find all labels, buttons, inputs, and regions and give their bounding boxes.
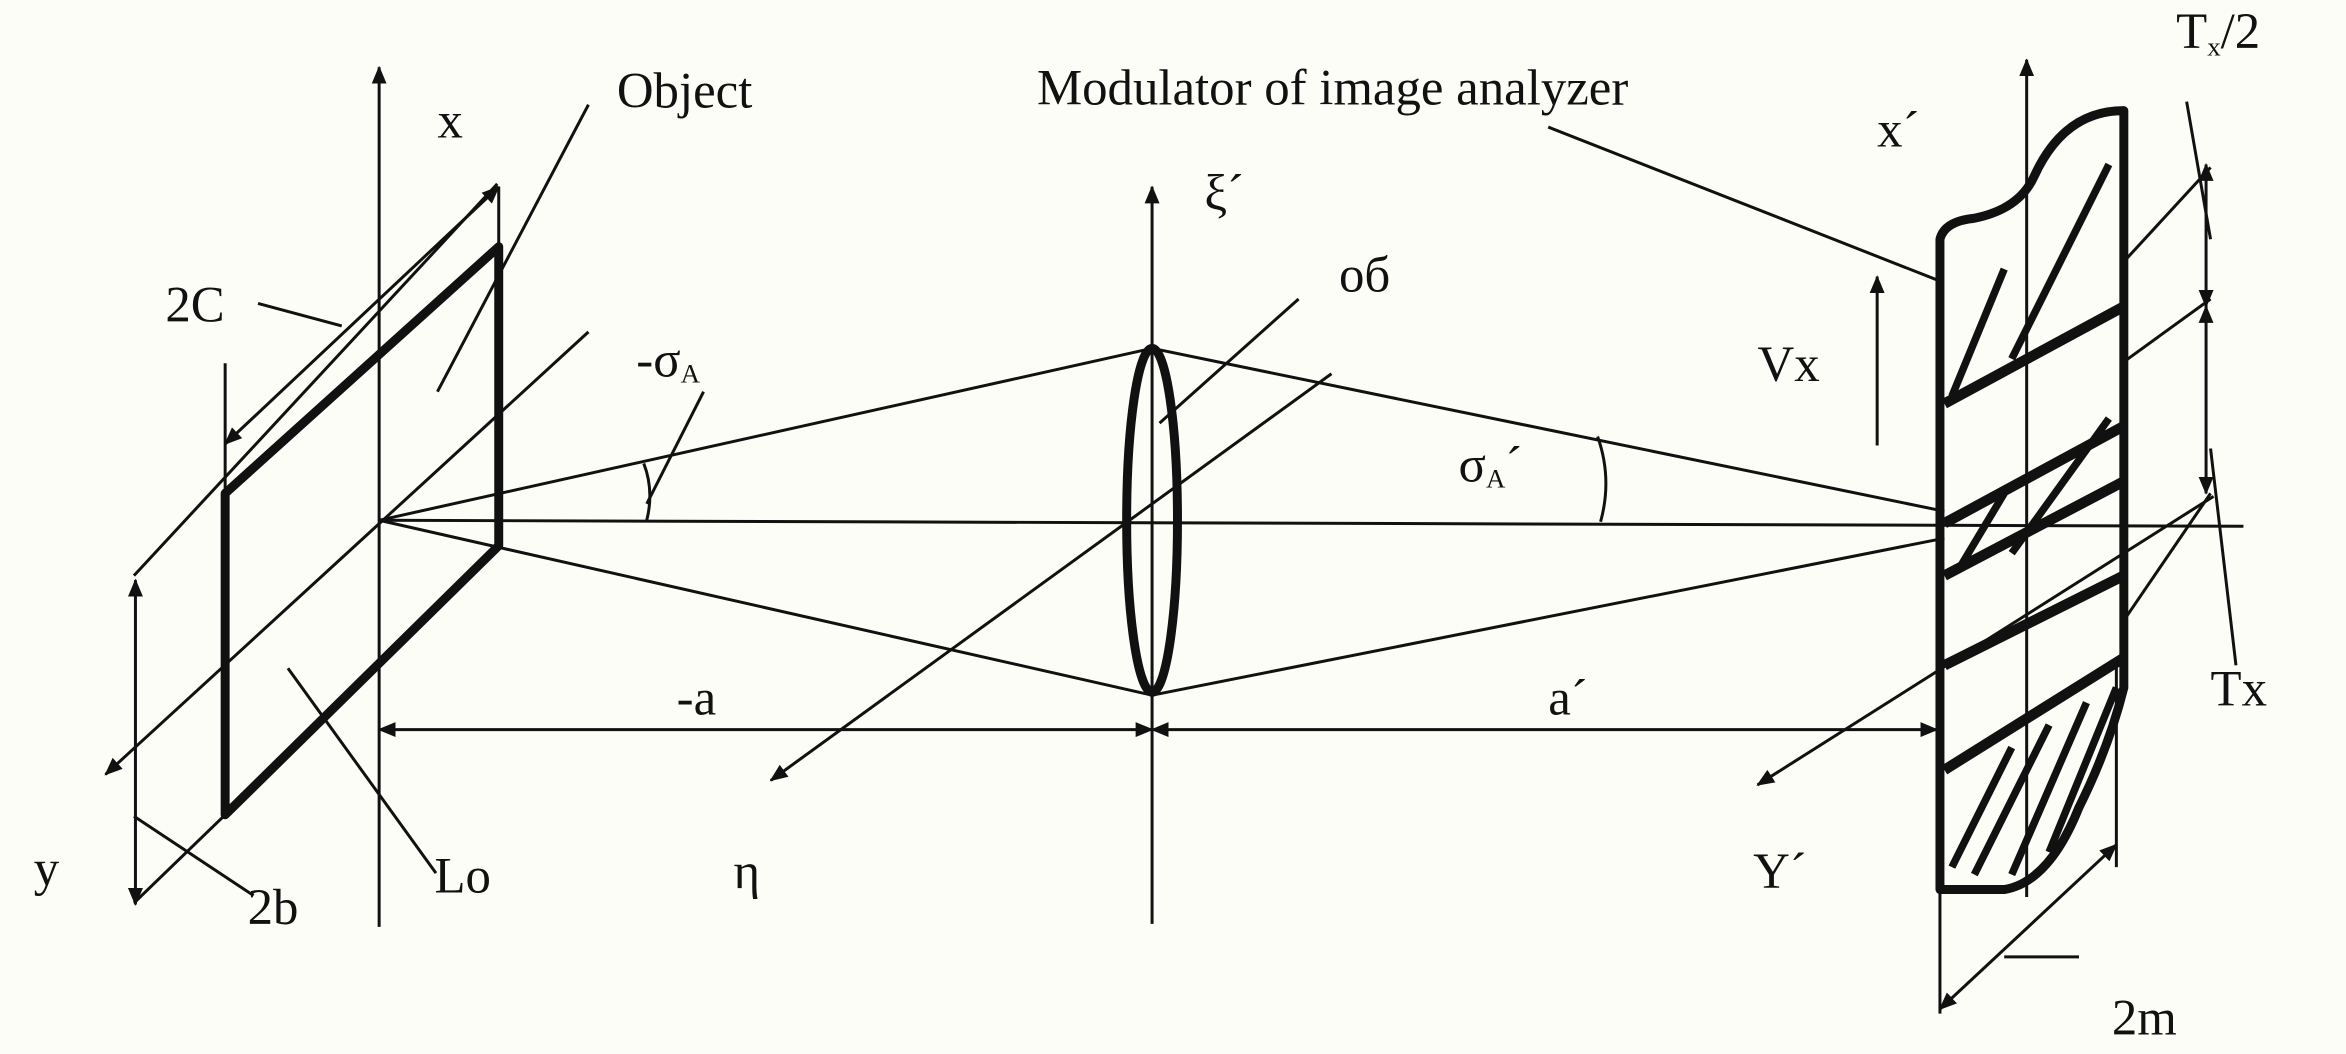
eta-label: η bbox=[733, 843, 760, 899]
tx-leader bbox=[2209, 448, 2238, 666]
minus-sigma-a-label: -σA bbox=[636, 332, 700, 389]
ob-leader bbox=[1158, 297, 1300, 425]
a-prime-label: a´ bbox=[1548, 670, 1588, 726]
tx-extension bbox=[2122, 492, 2212, 622]
xi-prime-label: ξ´ bbox=[1204, 164, 1244, 220]
eta-axis bbox=[769, 372, 1333, 782]
sigma-a-prime-label: σA´ bbox=[1459, 436, 1523, 493]
x-axis-label: x bbox=[437, 93, 462, 149]
object-label: Object bbox=[617, 63, 752, 119]
ray-lower-image bbox=[1151, 536, 1945, 697]
lo-leader bbox=[286, 667, 438, 874]
y-axis-label: y bbox=[34, 840, 60, 896]
modulator-leader bbox=[1547, 125, 1941, 283]
2b-label: 2b bbox=[248, 879, 299, 935]
optical-axis bbox=[379, 518, 2244, 528]
2m-label: 2m bbox=[2112, 990, 2177, 1046]
2c-leader bbox=[257, 302, 343, 328]
tx-half-leader bbox=[2185, 101, 2213, 240]
vx-label: Vx bbox=[1758, 336, 1820, 392]
modulator-label: Modulator of image analyzer bbox=[1037, 60, 1628, 116]
ray-upper bbox=[378, 346, 1153, 522]
extension-line bbox=[132, 813, 227, 905]
tx-half-label: Tx/2 bbox=[2176, 3, 2260, 61]
x-prime-label: x´ bbox=[1877, 102, 1919, 158]
minus-a-label: -a bbox=[677, 670, 717, 726]
2c-label: 2C bbox=[165, 276, 224, 332]
sigma-leader bbox=[645, 391, 705, 505]
tx-extension bbox=[2122, 166, 2212, 263]
modulator-raster bbox=[1935, 58, 2129, 898]
ob-label: об bbox=[1339, 247, 1390, 303]
2b-leader bbox=[133, 815, 255, 897]
extension-line bbox=[132, 182, 499, 577]
aperture-angle-arc bbox=[642, 462, 652, 521]
ray-upper-image bbox=[1151, 346, 1945, 513]
object-y-axis bbox=[104, 330, 590, 776]
tx-label: Tx bbox=[2211, 661, 2267, 717]
2m-dimension bbox=[1938, 843, 2118, 1011]
image-angle-arc bbox=[1596, 436, 1608, 523]
y-prime-label: Y´ bbox=[1753, 843, 1807, 899]
lo-label: Lo bbox=[434, 848, 490, 904]
ray-lower bbox=[378, 518, 1153, 697]
tx-extension bbox=[2122, 297, 2212, 364]
